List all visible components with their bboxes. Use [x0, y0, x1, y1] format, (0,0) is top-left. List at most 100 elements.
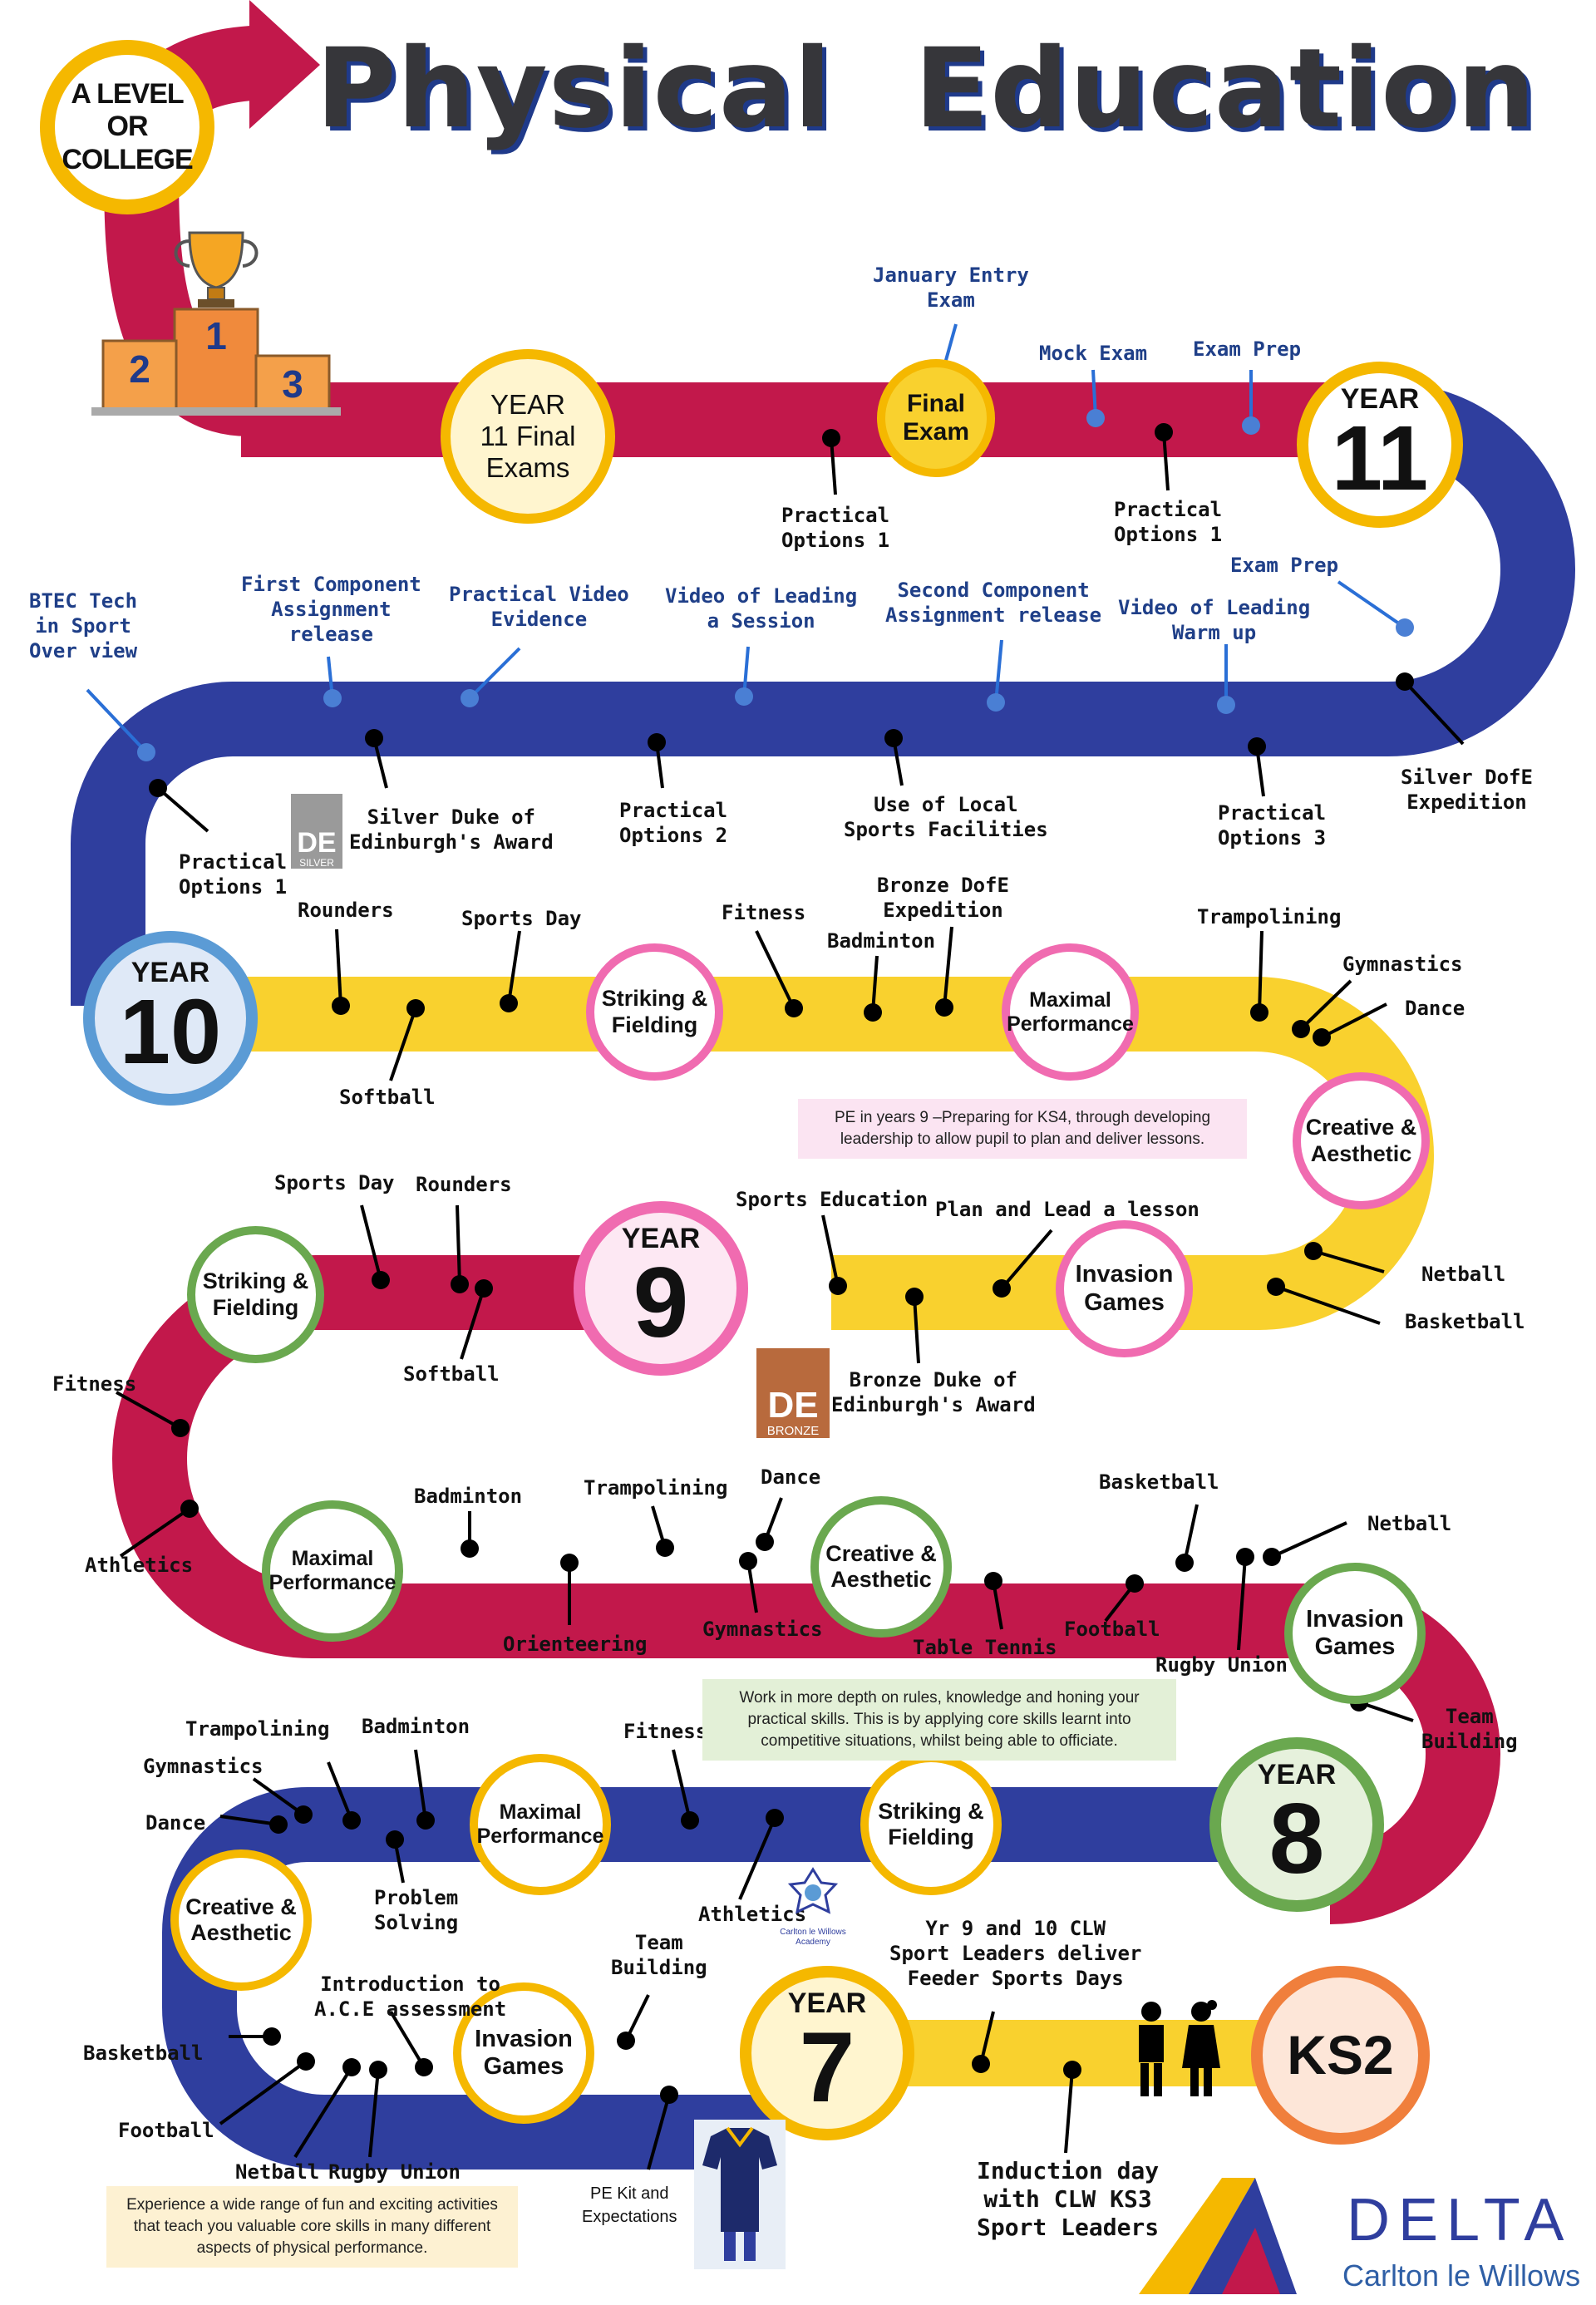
label-local-sports-facilities: Use of Local Sports Facilities: [844, 793, 1048, 841]
creative-aesthetic-y10-badge: Creative & Aesthetic: [1293, 1072, 1430, 1209]
milestone-dot: [739, 1552, 757, 1570]
label-basketball-y7: Basketball: [83, 2042, 204, 2065]
label-sports-education: Sports Education: [736, 1188, 929, 1211]
creative-aesthetic-y10-text: Creative & Aesthetic: [1305, 1115, 1417, 1166]
connector-line: [460, 1288, 485, 1360]
milestone-dot: [884, 729, 903, 747]
milestone-dot: [1155, 423, 1173, 441]
label-rugby-union-y7: Rugby Union: [328, 2160, 461, 2184]
milestone-dot: [149, 779, 167, 797]
label-january-entry-exam: January Entry Exam: [873, 263, 1029, 312]
milestone-dot: [137, 743, 155, 761]
milestone-dot: [987, 693, 1005, 712]
connector-line: [830, 437, 837, 495]
ks2-badge: KS2: [1251, 1966, 1430, 2145]
milestone-dot: [263, 2027, 281, 2046]
year11-final-exams-text: YEAR 11 Final Exams: [480, 389, 576, 483]
milestone-dot: [372, 1271, 390, 1289]
creative-aesthetic-y7-text: Creative & Aesthetic: [185, 1894, 297, 1945]
milestone-dot: [415, 2058, 433, 2076]
label-team-building-y8: Team Building: [1421, 1705, 1518, 1753]
connector-line: [1313, 1249, 1385, 1273]
label-badminton-y10: Badminton: [827, 929, 936, 953]
label-basketball-y9: Basketball: [1405, 1310, 1525, 1333]
milestone-dot: [1126, 1574, 1144, 1593]
podium-third: 3: [282, 362, 303, 406]
label-practical-options-1a: Practical Options 1: [781, 504, 890, 552]
milestone-dot: [905, 1288, 924, 1306]
milestone-dot: [864, 1003, 882, 1022]
year8-label: YEAR: [1257, 1759, 1337, 1790]
label-fitness-y9: Fitness: [52, 1372, 137, 1396]
milestone-dot: [342, 2058, 361, 2076]
milestone-dot: [297, 2052, 315, 2071]
final-exam-text: Final Exam: [902, 389, 970, 446]
milestone-dot: [1304, 1242, 1323, 1260]
invasion-games-y8-text: Invasion Games: [1306, 1605, 1404, 1660]
year9-number: 9: [633, 1247, 689, 1358]
year9-label: YEAR: [621, 1223, 701, 1254]
milestone-dot: [1248, 737, 1266, 756]
year10-number: 10: [119, 981, 222, 1083]
road-year8-7: [162, 1787, 1247, 2170]
delta-wordmark: DELTA: [1347, 2187, 1573, 2253]
milestone-dot: [660, 2086, 678, 2104]
podium-second: 2: [129, 347, 150, 391]
connector-line: [943, 926, 953, 1008]
label-sports-day-y9: Sports Day: [274, 1171, 395, 1194]
connector-line: [1337, 580, 1406, 629]
label-rounders-y10: Rounders: [298, 899, 394, 922]
connector-line: [1064, 2069, 1074, 2154]
creative-aesthetic-y7-badge: Creative & Aesthetic: [170, 1849, 312, 1991]
milestone-dot: [406, 999, 425, 1017]
label-trampolining-y10: Trampolining: [1197, 905, 1342, 928]
milestone-dot: [822, 429, 840, 447]
dofe-bronze-logo: DE BRONZE: [756, 1348, 830, 1438]
striking-fielding-y7-text: Striking & Fielding: [878, 1798, 984, 1849]
connector-line: [1299, 979, 1352, 1031]
invasion-games-y9-text: Invasion Games: [1075, 1261, 1174, 1316]
year8-number: 8: [1268, 1783, 1325, 1894]
connector-line: [368, 2069, 380, 2158]
label-practical-options-3: Practical Options 3: [1218, 801, 1327, 850]
label-practical-options-1b: Practical Options 1: [1114, 498, 1223, 546]
delta-logo-icon: [1139, 2178, 1297, 2294]
milestone-dot: [416, 1811, 435, 1830]
label-second-component: Second Component Assignment release: [885, 579, 1102, 627]
label-table-tennis: Table Tennis: [913, 1636, 1057, 1659]
label-plan-lead-lesson: Plan and Lead a lesson: [935, 1198, 1199, 1221]
ks2-label: KS2: [1287, 2023, 1394, 2086]
milestone-dot: [461, 1539, 479, 1558]
dofe-silver-logo: DE SILVER: [291, 794, 342, 869]
label-practical-video-evidence: Practical Video Evidence: [449, 583, 629, 631]
milestone-dot: [369, 2061, 387, 2079]
label-netball-y9: Netball: [1421, 1263, 1506, 1286]
connector-line: [1183, 1504, 1199, 1564]
connector-line: [1275, 1285, 1381, 1325]
connector-line: [672, 1749, 692, 1821]
milestone-dot: [1175, 1554, 1194, 1572]
milestone-dot: [461, 689, 479, 707]
maximal-performance-y7-badge: Maximal Performance: [470, 1754, 611, 1895]
note-year9: PE in years 9 –Preparing for KS4, throug…: [798, 1099, 1247, 1159]
dofe-bronze-mark: DE: [767, 1385, 819, 1426]
note-year7: Experience a wide range of fun and excit…: [106, 2186, 518, 2268]
milestone-dot: [1396, 618, 1414, 637]
milestone-dot: [681, 1811, 699, 1830]
connector-line: [913, 1296, 920, 1364]
school-crest-text: Carlton le Willows Academy: [780, 1928, 846, 1947]
label-football-y8: Football: [1064, 1618, 1160, 1641]
milestone-dot: [332, 997, 350, 1015]
label-silver-dofe-expedition: Silver DofE Expedition: [1401, 766, 1533, 814]
label-fitness-y10: Fitness: [722, 901, 806, 924]
label-gymnastics-y9: Gymnastics: [702, 1618, 823, 1641]
creative-aesthetic-y9-text: Creative & Aesthetic: [825, 1540, 937, 1592]
milestone-dot: [648, 733, 666, 751]
invasion-games-y8-badge: Invasion Games: [1284, 1563, 1426, 1704]
label-video-leading-session: Video of Leading a Session: [665, 584, 858, 633]
year7-label: YEAR: [787, 1987, 867, 2019]
milestone-dot: [766, 1809, 784, 1827]
creative-aesthetic-y9-badge: Creative & Aesthetic: [810, 1496, 952, 1638]
milestone-dot: [1242, 416, 1260, 435]
